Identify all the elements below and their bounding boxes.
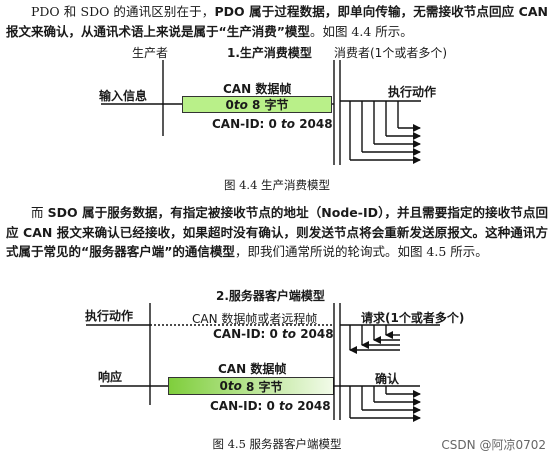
diagram1-title: 1.生产消费模型 [227,46,312,60]
bar2-to: to [227,379,242,393]
remote-frame-label: CAN 数据帧或者远程帧 [192,312,318,326]
data-frame-bar-2: 0 to 8 字节 [168,377,334,395]
consumer-label: 消费者(1个或者多个) [334,46,447,60]
data-frame-bar-1: 0 to 8 字节 [182,96,332,113]
bar1-pre: 0 [225,97,234,112]
bar1-post: 8 字节 [247,98,289,112]
diagram2-lines [86,303,440,422]
csdn-watermark: CSDN @阿凉0702 [441,438,546,452]
bar1-to: to [233,97,248,112]
canid-label-2a: CAN-ID: 0 to 2048 [213,327,334,341]
request-label: 请求(1个或者多个) [361,311,465,325]
diagram1-lines [101,60,421,165]
canid-label-1: CAN-ID: 0 to 2048 [212,117,333,131]
figure-caption-2: 图 4.5 服务器客户端模型 [212,437,342,451]
bar2-post: 8 字节 [241,379,283,394]
action-label-1: 执行动作 [388,85,437,99]
response-label: 响应 [98,370,123,384]
input-label: 输入信息 [99,89,148,103]
figure-caption-1: 图 4.4 生产消费模型 [223,178,331,192]
action-label-2: 执行动作 [85,309,134,323]
canid-label-2b: CAN-ID: 0 to 2048 [210,399,331,413]
frame-label-2: CAN 数据帧 [218,362,287,376]
diagram2-title: 2.服务器客户端模型 [216,289,325,303]
bar2-pre: 0 [219,379,228,393]
paragraph-pdo: PDO 和 SDO 的通讯区别在于，PDO 属于过程数据，即单向传输，无需接收节… [6,4,548,39]
confirm-label: 确认 [375,372,400,386]
producer-label: 生产者 [132,46,169,60]
paragraph-sdo: 而 SDO 属于服务数据，有指定被接收节点的地址（Node-ID），并且需要指定… [6,205,548,259]
frame-label-1: CAN 数据帧 [223,82,292,96]
